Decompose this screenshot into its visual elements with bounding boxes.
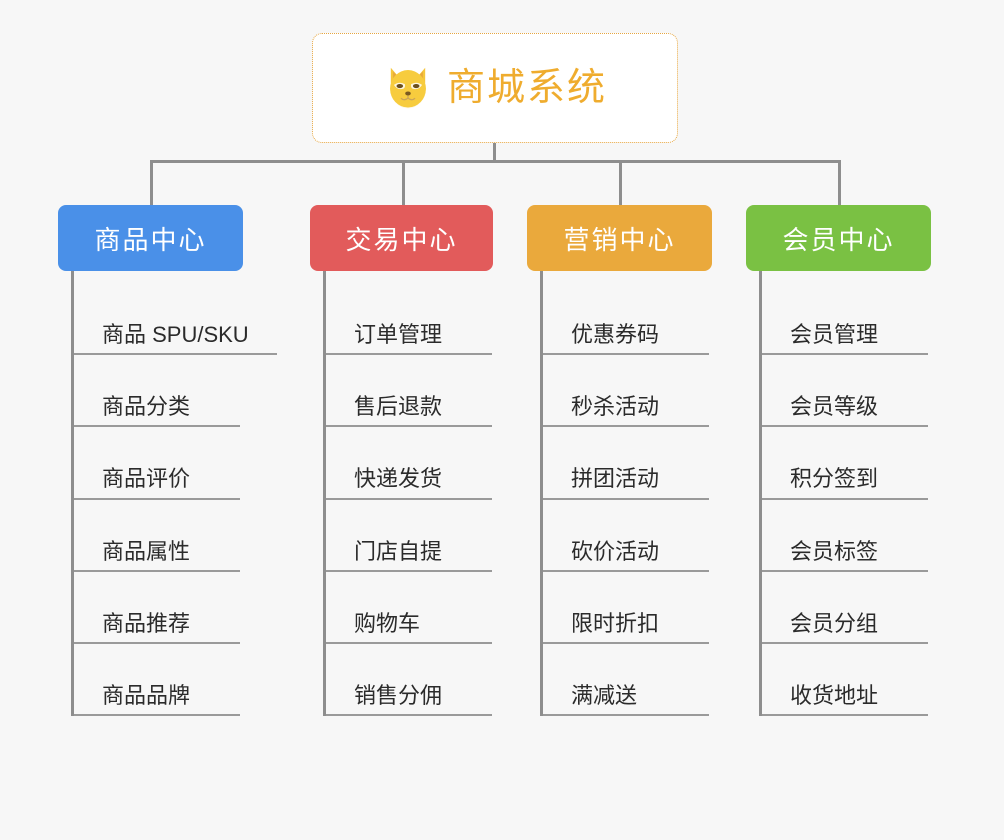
branch-item[interactable]: 会员标签 [762, 500, 928, 572]
branch-item[interactable]: 商品属性 [74, 500, 240, 572]
branch-item[interactable]: 销售分佣 [326, 644, 492, 717]
connector-drop-4 [838, 160, 841, 205]
branch-item[interactable]: 门店自提 [326, 500, 492, 572]
branch-column-2: 交易中心订单管理售后退款快递发货门店自提购物车销售分佣 [310, 205, 493, 717]
branch-item[interactable]: 商品推荐 [74, 572, 240, 644]
root-node[interactable]: 商城系统 [312, 33, 678, 143]
shiba-dog-icon [383, 63, 433, 113]
connector-drop-1 [150, 160, 153, 205]
branch-item[interactable]: 售后退款 [326, 355, 492, 428]
branch-item[interactable]: 限时折扣 [543, 572, 709, 644]
connector-drop-2 [402, 160, 405, 205]
branch-item-list: 会员管理会员等级积分签到会员标签会员分组收货地址 [759, 271, 931, 717]
branch-item[interactable]: 积分签到 [762, 427, 928, 500]
root-title: 商城系统 [446, 67, 607, 109]
branch-header-button[interactable]: 会员中心 [746, 205, 931, 271]
branch-item-list: 订单管理售后退款快递发货门店自提购物车销售分佣 [323, 271, 493, 717]
branch-item[interactable]: 秒杀活动 [543, 355, 709, 428]
branch-item[interactable]: 满减送 [543, 644, 709, 717]
branch-column-3: 营销中心优惠券码秒杀活动拼团活动砍价活动限时折扣满减送 [527, 205, 712, 717]
branch-item[interactable]: 商品分类 [74, 355, 240, 428]
branch-header-button[interactable]: 商品中心 [58, 205, 243, 271]
branch-item[interactable]: 砍价活动 [543, 500, 709, 572]
branch-column-4: 会员中心会员管理会员等级积分签到会员标签会员分组收货地址 [746, 205, 931, 717]
connector-horizontal-bar [150, 160, 841, 163]
branch-item[interactable]: 订单管理 [326, 271, 492, 356]
branch-item[interactable]: 快递发货 [326, 427, 492, 500]
branch-header-button[interactable]: 营销中心 [527, 205, 712, 271]
branch-item[interactable]: 优惠券码 [543, 271, 709, 356]
branch-item[interactable]: 会员等级 [762, 355, 928, 428]
branch-item[interactable]: 收货地址 [762, 644, 928, 717]
branch-item[interactable]: 商品 SPU/SKU [74, 271, 277, 356]
branch-item[interactable]: 购物车 [326, 572, 492, 644]
branch-item[interactable]: 商品评价 [74, 427, 240, 500]
branch-item[interactable]: 拼团活动 [543, 427, 709, 500]
branch-header-button[interactable]: 交易中心 [310, 205, 493, 271]
branch-item[interactable]: 会员分组 [762, 572, 928, 644]
connector-drop-3 [619, 160, 622, 205]
branch-item[interactable]: 会员管理 [762, 271, 928, 356]
branch-item-list: 优惠券码秒杀活动拼团活动砍价活动限时折扣满减送 [540, 271, 712, 717]
connector-root-stem [493, 143, 496, 162]
branch-item[interactable]: 商品品牌 [74, 644, 240, 717]
